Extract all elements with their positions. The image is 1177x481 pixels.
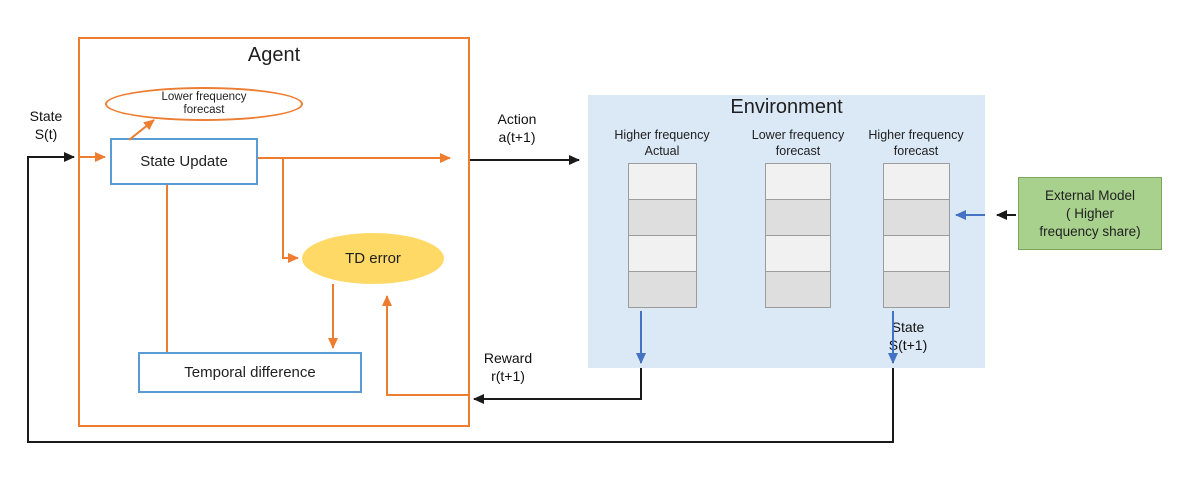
cell	[628, 163, 697, 200]
env-column3-label: Higher frequency forecast	[846, 127, 986, 159]
state-st-line2: S(t)	[34, 126, 58, 142]
env-column1-label: Higher frequency Actual	[592, 127, 732, 159]
cell	[883, 163, 950, 200]
state-st1-label: State S(t+1)	[877, 318, 939, 354]
cell	[765, 199, 831, 236]
env-column1-label-line1: Higher frequency	[614, 128, 710, 142]
environment-title: Environment	[730, 96, 843, 118]
td-error-label: TD error	[345, 250, 401, 267]
external-model-box: External Model ( Higher frequency share)	[1018, 177, 1162, 250]
cell	[628, 235, 697, 272]
lower-frequency-forecast-ellipse: Lower frequency forecast	[105, 87, 303, 121]
external-model-line1: External Model	[1044, 187, 1136, 203]
cell	[883, 235, 950, 272]
cell	[765, 163, 831, 200]
reward-label: Reward r(t+1)	[478, 349, 538, 385]
external-model-line2: ( Higher	[1065, 205, 1114, 221]
env-column2-label-line1: Lower frequency	[751, 128, 845, 142]
env-column2-cells	[765, 163, 831, 308]
cell	[883, 271, 950, 308]
cell	[628, 199, 697, 236]
cell	[765, 235, 831, 272]
forecast-ellipse-line1: Lower frequency	[161, 91, 247, 103]
state-st-line1: State	[29, 108, 63, 124]
env-column1-label-line2: Actual	[644, 144, 680, 158]
state-st1-line2: S(t+1)	[888, 337, 928, 353]
state-st-label: State S(t)	[16, 107, 76, 143]
env-column2-label: Lower frequency forecast	[728, 127, 868, 159]
state-st1-line1: State	[891, 319, 925, 335]
state-update-label: State Update	[140, 153, 228, 170]
reward-line2: r(t+1)	[491, 368, 525, 384]
temporal-difference-box: Temporal difference	[138, 352, 362, 393]
td-error-ellipse: TD error	[302, 233, 444, 284]
reward-line1: Reward	[483, 350, 533, 366]
env-column2-label-line2: forecast	[775, 144, 821, 158]
cell	[765, 271, 831, 308]
env-column3-label-line2: forecast	[893, 144, 939, 158]
external-model-line3: frequency share)	[1039, 223, 1141, 239]
action-line2: a(t+1)	[498, 129, 536, 145]
temporal-difference-label: Temporal difference	[184, 364, 316, 381]
state-update-box: State Update	[110, 138, 258, 185]
action-line1: Action	[497, 111, 537, 127]
env-column1-cells	[628, 163, 697, 308]
cell	[883, 199, 950, 236]
env-column3-cells	[883, 163, 950, 308]
forecast-ellipse-line2: forecast	[183, 104, 225, 116]
cell	[628, 271, 697, 308]
env-column3-label-line1: Higher frequency	[868, 128, 964, 142]
agent-title: Agent	[247, 44, 301, 66]
action-label: Action a(t+1)	[486, 110, 548, 146]
